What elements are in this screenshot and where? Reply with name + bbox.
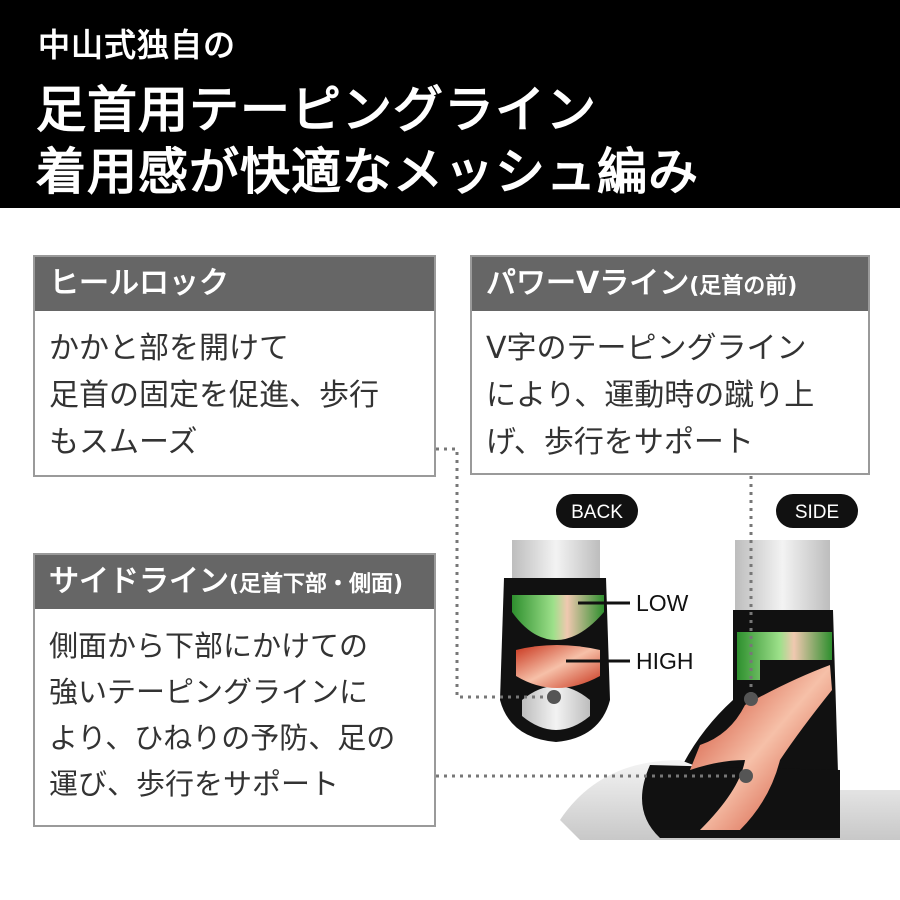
back-red-band (516, 645, 600, 688)
header-line-3: 着用感が快適なメッシュ編み (36, 143, 699, 201)
power-v-title: パワーVライン (486, 266, 690, 301)
power-v-title-bar: パワーVライン(足首の前) (472, 257, 868, 311)
heel-lock-title: ヒールロック (49, 266, 229, 301)
side-line-title: サイドライン (49, 564, 229, 599)
side-line-title-note: (足首下部・側面) (229, 572, 404, 597)
power-v-line: により、運動時の蹴り上 (486, 378, 815, 413)
point-side (739, 769, 753, 783)
side-red-band (690, 665, 832, 830)
power-v-line: げ、歩行をサポート (486, 425, 754, 460)
back-green-band (512, 595, 604, 640)
power-v-text: V字のテーピングライン により、運動時の蹴り上 げ、歩行をサポート (472, 311, 868, 466)
side-pill-label: SIDE (795, 502, 839, 523)
heel-lock-line: もスムーズ (49, 425, 198, 460)
side-line-line: 側面から下部にかけての (49, 629, 369, 663)
side-line-title-bar: サイドライン(足首下部・側面) (35, 555, 434, 609)
point-heel (547, 690, 561, 704)
side-pill (776, 494, 858, 528)
side-line-line: 強いテーピングラインに (49, 675, 369, 709)
power-v-line: V字のテーピングライン (486, 331, 807, 366)
heel-lock-line: かかと部を開けて (49, 331, 289, 366)
back-view (500, 540, 610, 742)
heel-lock-box: ヒールロック かかと部を開けて 足首の固定を促進、歩行 もスムーズ (33, 255, 436, 477)
side-view (560, 540, 900, 840)
back-pill-label: BACK (571, 502, 623, 523)
heel-lock-line: 足首の固定を促進、歩行 (49, 378, 379, 413)
point-front (744, 692, 758, 706)
heel-lock-title-bar: ヒールロック (35, 257, 434, 311)
header-banner: 中山式独自の 足首用テーピングライン 着用感が快適なメッシュ編み (0, 0, 900, 208)
power-v-box: パワーVライン(足首の前) V字のテーピングライン により、運動時の蹴り上 げ、… (470, 255, 870, 475)
back-heel (522, 686, 590, 730)
side-green-band (737, 632, 832, 680)
high-label: HIGH (636, 648, 694, 674)
power-v-title-note: (足首の前) (689, 274, 798, 299)
side-line-box: サイドライン(足首下部・側面) 側面から下部にかけての 強いテーピングラインに … (33, 553, 436, 827)
back-pill (556, 494, 638, 528)
low-label: LOW (636, 590, 689, 616)
side-line-text: 側面から下部にかけての 強いテーピングラインに より、ひねりの予防、足の 運び、… (35, 609, 434, 807)
connector-heel-lock (436, 447, 554, 699)
header-line-1: 中山式独自の (38, 26, 237, 64)
side-line-line: より、ひねりの予防、足の (49, 721, 396, 755)
heel-lock-text: かかと部を開けて 足首の固定を促進、歩行 もスムーズ (35, 311, 434, 466)
side-line-line: 運び、歩行をサポート (49, 767, 340, 801)
header-line-2: 足首用テーピングライン (36, 81, 597, 139)
